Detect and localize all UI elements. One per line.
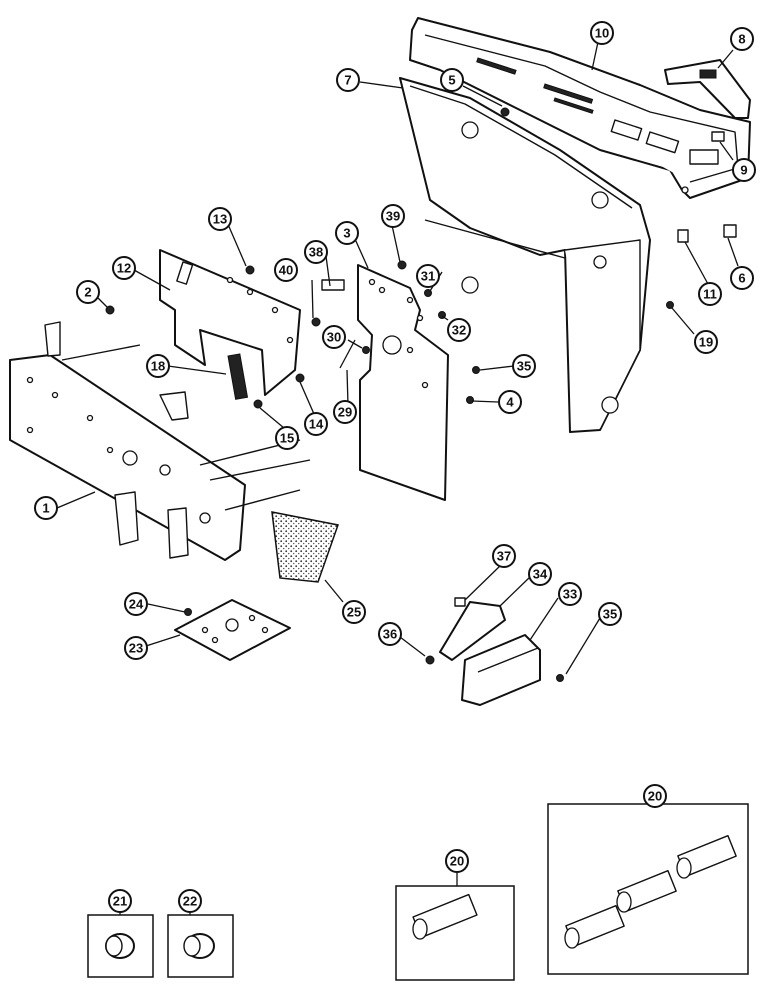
callout: 18 — [146, 354, 170, 378]
bottom-plate — [174, 599, 291, 661]
callout: 35 — [598, 602, 622, 626]
callout: 7 — [336, 68, 360, 92]
callout: 23 — [124, 636, 148, 660]
callout: 32 — [447, 318, 471, 342]
callout-label: 36 — [383, 627, 397, 642]
front-frame — [9, 321, 311, 561]
callout: 19 — [694, 330, 718, 354]
middle-plate — [159, 249, 301, 396]
callout: 9 — [732, 158, 756, 182]
callout-label: 23 — [129, 641, 143, 656]
plug-inset-21 — [87, 914, 154, 978]
callout: 31 — [416, 264, 440, 288]
callout: 10 — [590, 21, 614, 45]
callout-label: 40 — [279, 263, 293, 278]
connector-block — [227, 353, 249, 400]
callout-label: 6 — [738, 271, 745, 286]
callout-label: 1 — [42, 501, 49, 516]
callout-label: 14 — [309, 417, 324, 432]
side-cover — [399, 77, 651, 433]
callout-label: 18 — [151, 359, 165, 374]
callout-label: 4 — [506, 395, 514, 410]
callout: 8 — [730, 27, 754, 51]
callout: 37 — [492, 544, 516, 568]
callout-label: 20 — [450, 854, 464, 869]
callout-label: 5 — [448, 73, 455, 88]
callout-label: 2 — [84, 285, 91, 300]
dash-top-panel — [409, 17, 751, 199]
tube-inset-triple — [547, 803, 749, 975]
callout: 20 — [643, 784, 667, 808]
callout-label: 22 — [183, 894, 197, 909]
bracket-34 — [439, 601, 506, 661]
callout-label: 29 — [338, 405, 352, 420]
callout-label: 19 — [699, 335, 713, 350]
callout: 15 — [275, 426, 299, 450]
clip-37 — [454, 597, 466, 607]
callout: 5 — [440, 68, 464, 92]
bumper-block — [461, 634, 541, 706]
callout: 36 — [378, 622, 402, 646]
callout-label: 10 — [595, 26, 609, 41]
callout-label: 35 — [603, 607, 617, 622]
callout: 11 — [698, 282, 722, 306]
callout: 33 — [558, 582, 582, 606]
callout: 20 — [445, 849, 469, 873]
callout-label: 12 — [117, 261, 131, 276]
callout: 12 — [112, 256, 136, 280]
callout-label: 8 — [738, 32, 745, 47]
callout: 39 — [381, 204, 405, 228]
right-mount-plate — [357, 264, 449, 501]
switch-cover — [664, 59, 751, 119]
tube-inset-single — [395, 885, 515, 981]
clip-9 — [711, 131, 725, 142]
callout-label: 3 — [343, 226, 350, 241]
callout: 1 — [34, 496, 58, 520]
callout-label: 38 — [309, 245, 323, 260]
callout: 22 — [178, 889, 202, 913]
callout: 3 — [335, 221, 359, 245]
callout: 6 — [730, 266, 754, 290]
callout: 29 — [333, 400, 357, 424]
foot-pad — [271, 511, 339, 583]
callout-label: 37 — [497, 549, 511, 564]
callout: 40 — [274, 258, 298, 282]
callout: 14 — [304, 412, 328, 436]
callout-label: 35 — [517, 359, 531, 374]
callout: 30 — [322, 325, 346, 349]
callout-label: 20 — [648, 789, 662, 804]
callout-label: 9 — [740, 163, 747, 178]
callout-label: 7 — [344, 73, 351, 88]
callout-label: 39 — [386, 209, 400, 224]
callout: 34 — [528, 562, 552, 586]
fasteners — [105, 107, 737, 682]
callout: 21 — [108, 889, 132, 913]
callout-label: 11 — [703, 287, 717, 302]
callout-label: 15 — [280, 431, 294, 446]
callout: 25 — [342, 600, 366, 624]
callout-label: 33 — [563, 587, 577, 602]
callout-label: 30 — [327, 330, 341, 345]
callout-label: 32 — [452, 323, 466, 338]
callout-label: 24 — [129, 597, 144, 612]
callout: 2 — [76, 280, 100, 304]
callout-label: 31 — [421, 269, 435, 284]
callout: 4 — [498, 390, 522, 414]
callout: 35 — [512, 354, 536, 378]
plug-inset-22 — [167, 914, 234, 978]
callout: 38 — [304, 240, 328, 264]
callout-label: 25 — [347, 605, 361, 620]
callout-label: 34 — [533, 567, 548, 582]
callout: 24 — [124, 592, 148, 616]
callout-label: 13 — [213, 212, 227, 227]
leader-lines — [56, 41, 739, 915]
callout-label: 21 — [113, 894, 127, 909]
callout: 13 — [208, 207, 232, 231]
